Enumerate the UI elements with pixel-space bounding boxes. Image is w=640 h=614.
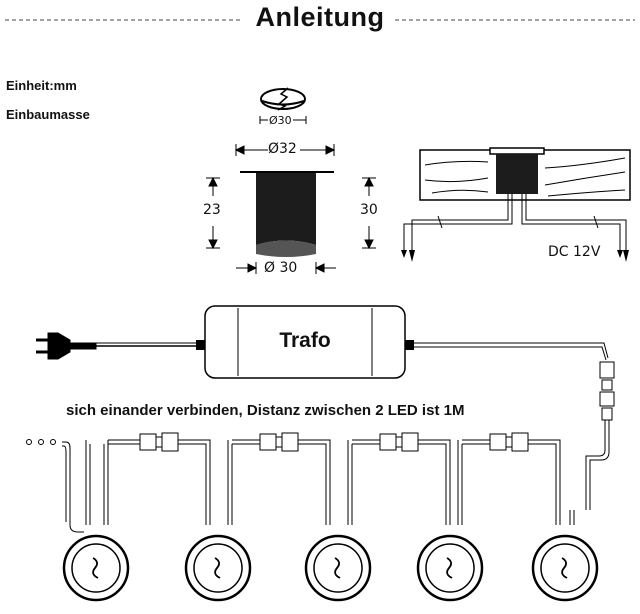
inner-height-dimension (206, 176, 220, 250)
led-fixture (62, 534, 130, 602)
output-cable (414, 342, 615, 510)
bottom-diameter-label: Ø 30 (264, 260, 298, 276)
units-label: Einheit:mm (6, 78, 77, 93)
install-dimensions-label: Einbaumasse (6, 107, 90, 122)
inner-height-label: 23 (203, 202, 221, 218)
chain-continuation-dots (26, 439, 56, 445)
led-fixture (184, 534, 252, 602)
led-side-profile (240, 171, 334, 257)
outer-height-dimension (362, 176, 376, 250)
connection-caption: sich einander verbinden, Distanz zwische… (66, 402, 465, 419)
led-fixture (416, 534, 484, 602)
power-plug-icon (36, 332, 97, 360)
bottom-diameter-dimension (236, 262, 336, 274)
page-title: Anleitung (0, 2, 640, 33)
led-fixture (531, 534, 599, 602)
voltage-label: DC 12V (548, 244, 601, 260)
led-chain (62, 432, 575, 533)
wire-arrows (401, 250, 629, 262)
led-top-view-icon (259, 87, 307, 124)
wood-installation-section (403, 147, 631, 250)
outer-height-label: 30 (360, 202, 378, 218)
led-fixture (304, 534, 372, 602)
top-diameter-label: Ø30 (268, 114, 293, 127)
transformer-label: Trafo (279, 329, 331, 352)
transformer-box (196, 305, 414, 379)
outer-diameter-dimension (234, 144, 336, 156)
outer-diameter-label: Ø32 (268, 141, 297, 157)
